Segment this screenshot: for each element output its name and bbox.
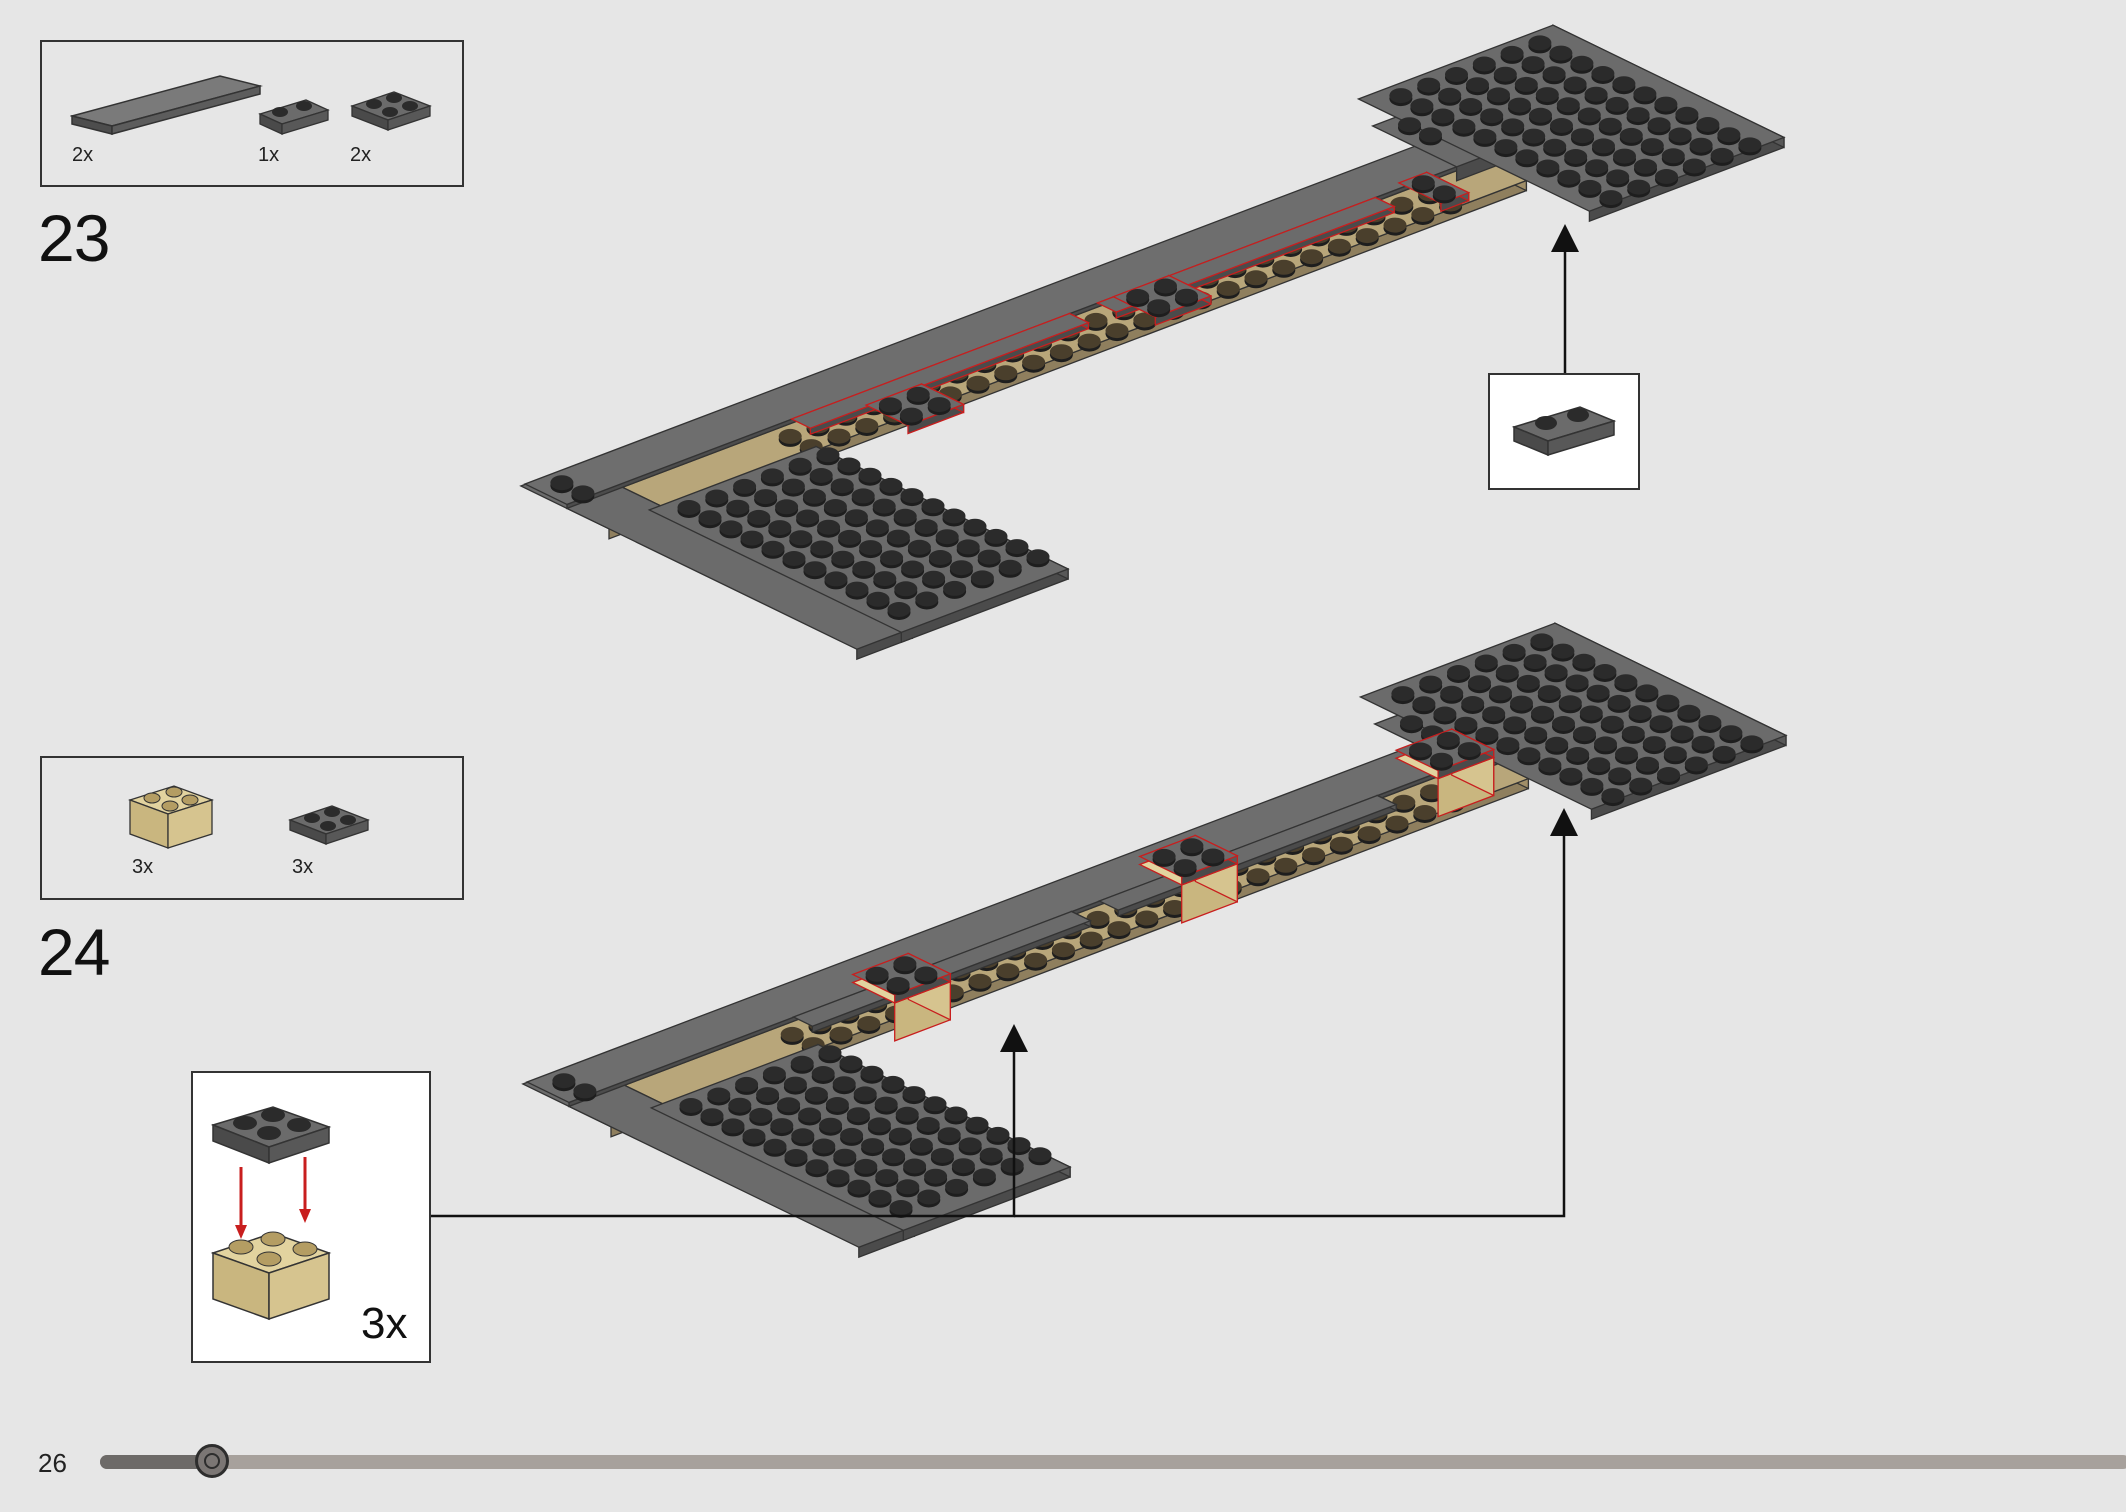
step-24-subassembly-callout: 3x <box>191 1071 431 1363</box>
step-23-model <box>519 24 1786 661</box>
part-qty: 1x <box>258 144 280 166</box>
step-number: 23 <box>38 201 110 275</box>
step-23-callout <box>1488 373 1640 490</box>
step-23-parts-box: 2x 1x 2x <box>40 40 464 187</box>
step-24-parts-box: 3x 3x <box>40 756 464 900</box>
page-number: 26 <box>38 1448 67 1478</box>
progress-bar-fill <box>100 1455 212 1469</box>
plate-2x2-dark-gray-icon <box>350 91 432 131</box>
subassembly-plate-on-brick-icon <box>211 1106 332 1321</box>
part-qty: 2x <box>72 144 94 166</box>
tile-1x8-dark-gray-icon <box>70 75 263 135</box>
part-qty: 3x <box>292 856 314 878</box>
step-24-model <box>521 622 1788 1259</box>
brick-2x2-tan-icon <box>127 785 215 849</box>
progress-bar-track <box>100 1455 2126 1469</box>
callout-multiplier: 3x <box>361 1299 408 1348</box>
plate-1x2-dark-gray-icon <box>258 99 330 136</box>
step-number: 24 <box>38 915 110 989</box>
progress-knob[interactable] <box>194 1444 229 1478</box>
part-qty: 3x <box>132 856 154 878</box>
plate-2x2-dark-gray-icon <box>288 805 370 845</box>
back-tiles <box>523 134 1487 510</box>
callout-arrows <box>430 224 1579 1218</box>
tile <box>791 910 1093 1034</box>
plate-1x2-dark-gray-icon <box>1511 406 1617 457</box>
part-qty: 2x <box>350 144 372 166</box>
